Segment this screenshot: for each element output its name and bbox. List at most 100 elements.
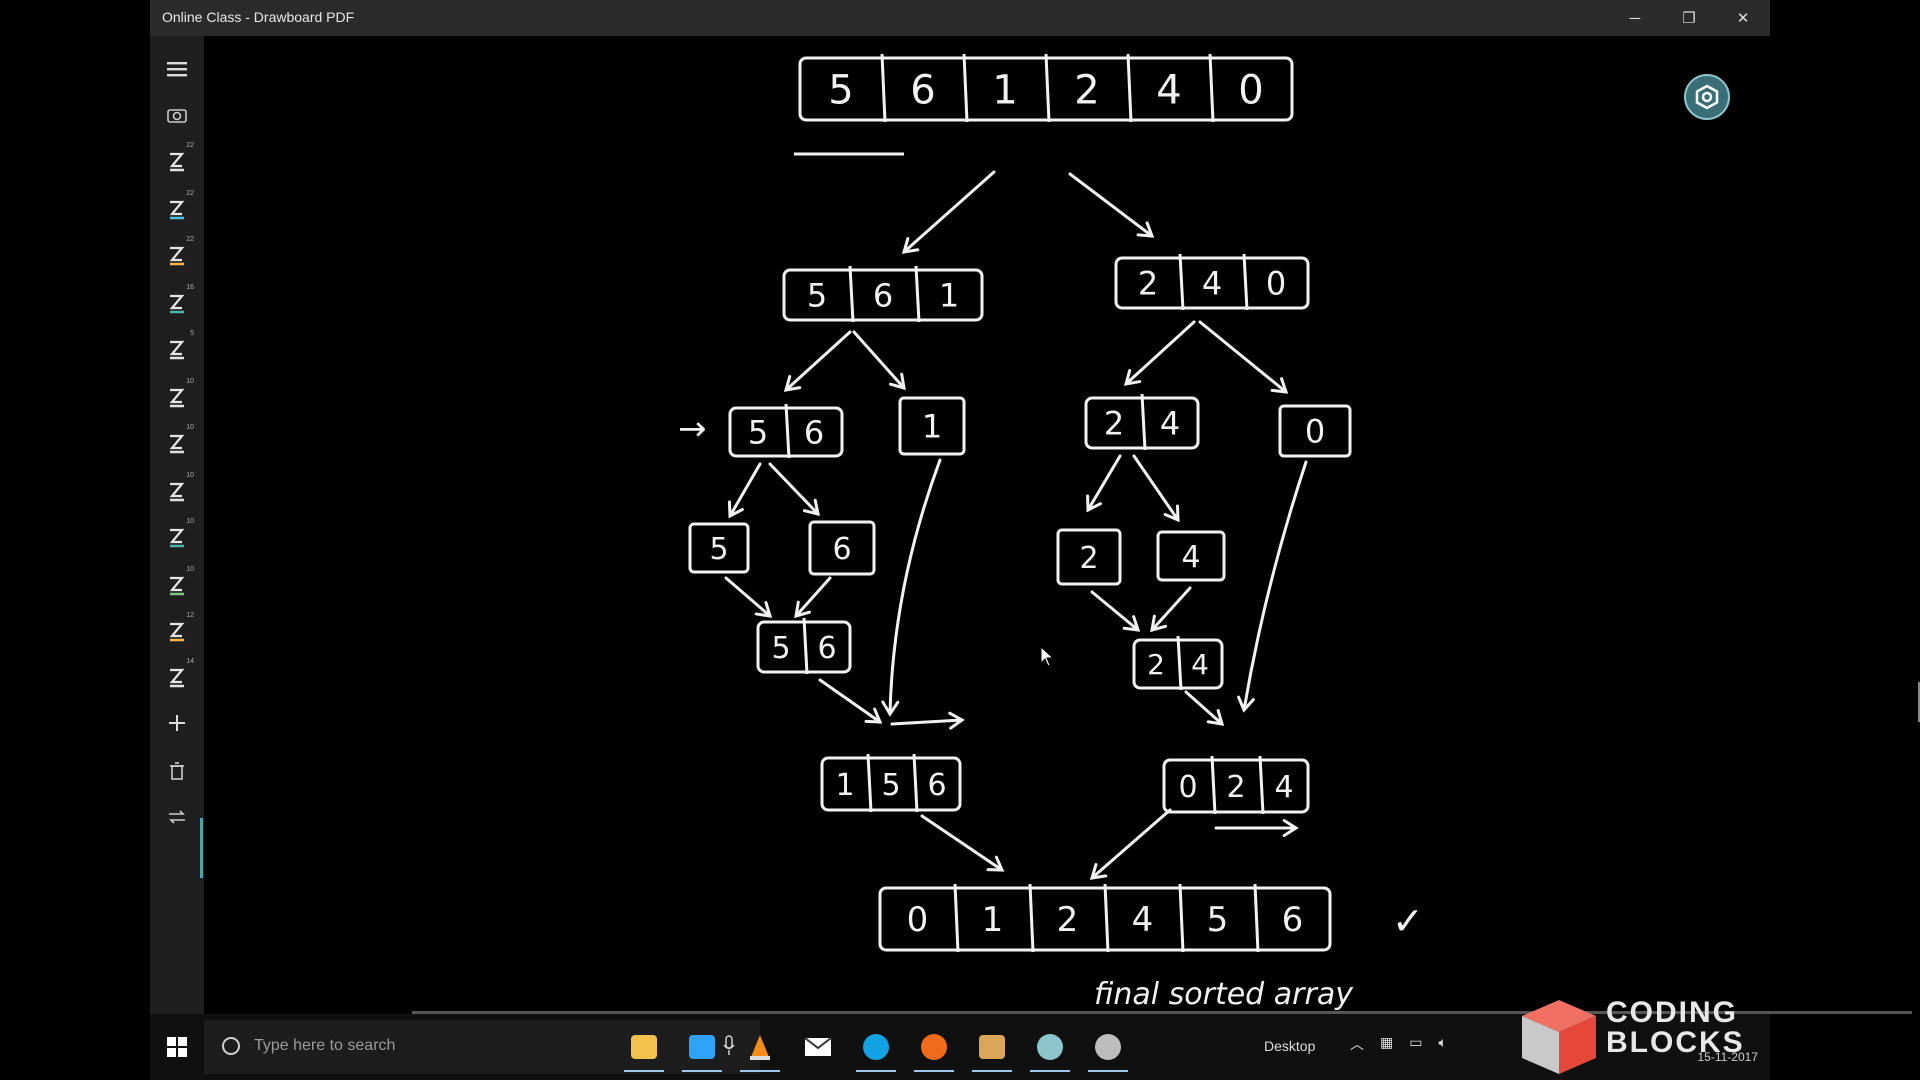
merged-024-cell: 4 — [1274, 770, 1293, 805]
taskbar-search-box[interactable]: Type here to search — [204, 1020, 760, 1074]
hamburger-menu-button[interactable] — [150, 46, 204, 92]
minimize-button[interactable]: ─ — [1629, 9, 1641, 27]
merged-156-divider — [866, 753, 873, 813]
taskbar-clock[interactable]: 15-11-2017 — [1628, 1028, 1759, 1064]
pen-tool-1[interactable]: 22 — [150, 138, 204, 184]
microphone-icon[interactable] — [722, 1034, 736, 1058]
pen-tool-10[interactable]: 10 — [150, 562, 204, 608]
arrow-6-merge-head — [794, 600, 811, 619]
photoshop-taskbar-button[interactable] — [674, 1018, 730, 1076]
pen-icon — [166, 198, 188, 220]
merged-156-cell: 6 — [927, 768, 946, 803]
pen-tool-12[interactable]: 14 — [150, 654, 204, 700]
pen-tool-4[interactable]: 16 — [150, 280, 204, 326]
left-half-box — [782, 268, 984, 322]
pen-tool-2[interactable]: 22 — [150, 186, 204, 232]
chrome-icon — [1095, 1034, 1121, 1060]
pen-icon — [166, 620, 188, 642]
settings-button[interactable] — [1684, 74, 1730, 120]
search-placeholder: Type here to search — [254, 1037, 396, 1054]
pen-size-label: 10 — [186, 424, 194, 431]
chrome-taskbar-button[interactable] — [1080, 1018, 1136, 1076]
horizontal-scrollbar[interactable] — [412, 1011, 1912, 1014]
pen-icon — [166, 480, 188, 502]
hexagon-settings-icon — [1695, 84, 1719, 110]
plus-button[interactable] — [150, 700, 204, 746]
final-array-cell: 2 — [1057, 900, 1079, 940]
pen-icon — [166, 666, 188, 688]
restore-button[interactable]: ❐ — [1682, 10, 1696, 27]
final-array-cell: 5 — [1207, 900, 1229, 940]
leaf-6-box — [808, 520, 876, 576]
pen-icon — [166, 526, 188, 548]
file-explorer-taskbar-button[interactable] — [616, 1018, 672, 1076]
arrow-2-merge-head — [1122, 615, 1141, 632]
vlc-taskbar-button[interactable] — [732, 1018, 788, 1076]
running-indicator — [972, 1070, 1012, 1072]
network-icon[interactable]: ▦ — [1380, 1034, 1394, 1050]
volume-icon[interactable]: 🔈︎ — [1438, 1034, 1447, 1050]
running-indicator — [682, 1070, 722, 1072]
close-button[interactable]: ✕ — [1736, 10, 1750, 27]
image-viewer-taskbar-button[interactable] — [964, 1018, 1020, 1076]
running-indicator — [1030, 1070, 1070, 1072]
arrow-5-merge — [724, 576, 772, 618]
pen-tool-9[interactable]: 10 — [150, 514, 204, 560]
input-array-cell: 5 — [828, 67, 853, 113]
firefox-taskbar-button[interactable] — [906, 1018, 962, 1076]
pen-icon — [166, 338, 188, 360]
arrow-rp-2-head — [1086, 494, 1102, 513]
merged-156-box — [820, 756, 962, 812]
arrow-rp-4 — [1132, 454, 1180, 522]
battery-icon[interactable]: ▭ — [1409, 1034, 1423, 1050]
split-arrow-right-head — [1136, 221, 1155, 238]
split-arrow-left-head — [901, 237, 920, 254]
final-array-divider — [1253, 883, 1260, 953]
arrow-24-down — [1184, 690, 1224, 726]
pen-tool-8[interactable]: 10 — [150, 468, 204, 514]
leaf-4-cell: 4 — [1181, 540, 1200, 575]
merged-024-cell: 2 — [1226, 770, 1245, 805]
pen-tool-6[interactable]: 10 — [150, 374, 204, 420]
swap-button[interactable] — [150, 794, 204, 840]
pen-tool-5[interactable]: 5 — [150, 326, 204, 372]
pen-tool-11[interactable]: 12 — [150, 608, 204, 654]
start-button[interactable] — [150, 1014, 204, 1080]
pen-icon — [166, 432, 188, 454]
drawboard-icon — [1037, 1034, 1063, 1060]
arrow-rp-2 — [1086, 454, 1122, 512]
chevron-up-icon[interactable]: ︿ — [1350, 1036, 1364, 1052]
arrow-lh-single — [852, 330, 906, 390]
arrow-156-final — [920, 814, 1004, 872]
arrow-single0-down-head — [1237, 695, 1255, 713]
drawboard-taskbar-button[interactable] — [1022, 1018, 1078, 1076]
title-bar[interactable]: Online Class - Drawboard PDF ─ ❐ ✕ — [150, 0, 1770, 36]
right-pair-cell: 2 — [1104, 405, 1124, 443]
vertical-scrollbar[interactable] — [1918, 682, 1920, 722]
skype-taskbar-button[interactable] — [848, 1018, 904, 1076]
right-half-cell: 2 — [1138, 265, 1158, 303]
arrow-rh-single-head — [1270, 377, 1289, 394]
pen-tool-7[interactable]: 10 — [150, 420, 204, 466]
camera-button[interactable] — [150, 92, 204, 138]
pen-size-label: 5 — [190, 330, 194, 337]
pen-tool-3[interactable]: 22 — [150, 232, 204, 278]
arrow-rh-pair-head — [1123, 368, 1142, 386]
arrow-lp-5 — [728, 462, 762, 518]
pen-icon — [166, 292, 188, 314]
right-single-cell: 0 — [1305, 413, 1325, 451]
final-array-cell: 4 — [1132, 900, 1154, 940]
caption-final-sorted-array: final sorted array — [1094, 977, 1354, 1012]
merged-24-cell: 2 — [1147, 648, 1165, 681]
running-indicator — [740, 1070, 780, 1072]
running-indicator — [1088, 1070, 1128, 1072]
mail-taskbar-button[interactable] — [790, 1018, 846, 1076]
desktop-toolbar-label[interactable]: Desktop — [1264, 1038, 1316, 1054]
trash-button[interactable] — [150, 748, 204, 794]
arrow-single1-down — [888, 458, 942, 716]
pen-size-label: 16 — [186, 284, 194, 291]
skype-icon — [863, 1034, 889, 1060]
